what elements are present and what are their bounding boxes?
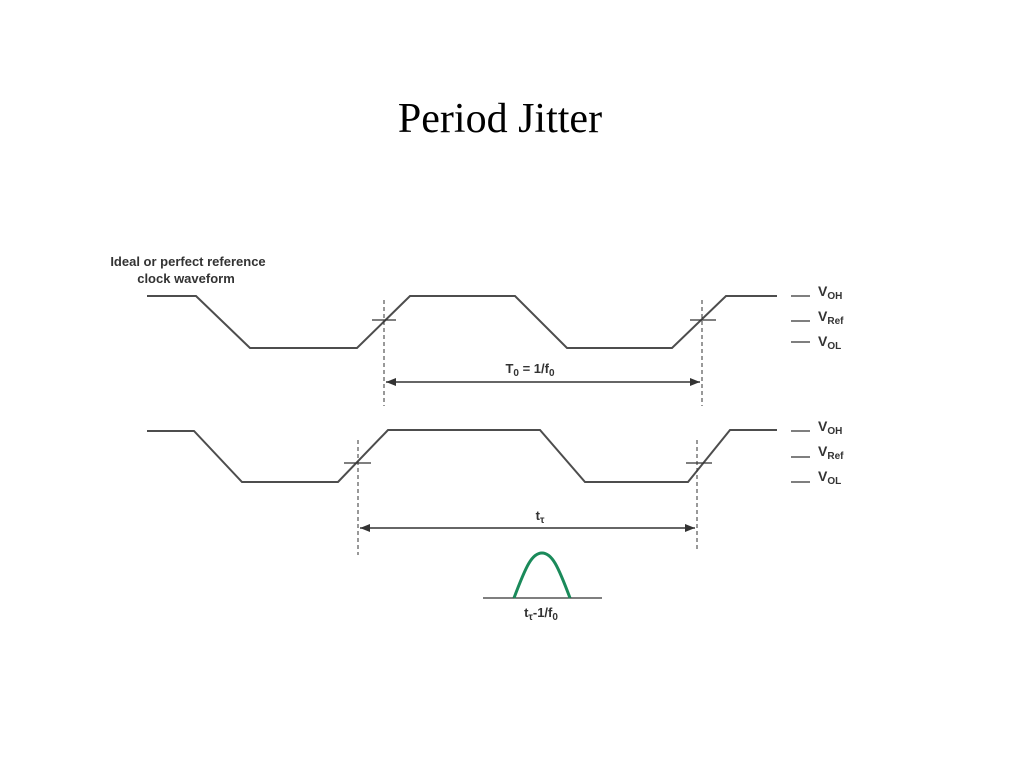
ideal-vol-label: VOL bbox=[818, 333, 841, 352]
jitter-distribution-curve bbox=[512, 551, 572, 599]
slide-title: Period Jitter bbox=[397, 96, 603, 142]
jittered-clock-waveform bbox=[147, 429, 777, 483]
ideal-clock-waveform bbox=[147, 295, 777, 349]
jittered-voh-label: VOH bbox=[818, 418, 842, 437]
ideal-level-labels: VOH VRef VOL bbox=[791, 283, 844, 352]
period-label: T0 = 1/f0 bbox=[505, 361, 555, 379]
reference-label-line2: clock waveform bbox=[137, 271, 235, 286]
reference-label-line1: Ideal or perfect reference bbox=[110, 254, 265, 269]
ideal-vref-label: VRef bbox=[818, 308, 844, 327]
ideal-voh-label: VOH bbox=[818, 283, 842, 302]
measured-period-label: tτ bbox=[536, 508, 545, 526]
jittered-level-labels: VOH VRef VOL bbox=[791, 418, 844, 487]
jittered-vol-label: VOL bbox=[818, 468, 841, 487]
jittered-vref-label: VRef bbox=[818, 443, 844, 462]
distribution-label: tτ-1/f0 bbox=[524, 605, 558, 623]
